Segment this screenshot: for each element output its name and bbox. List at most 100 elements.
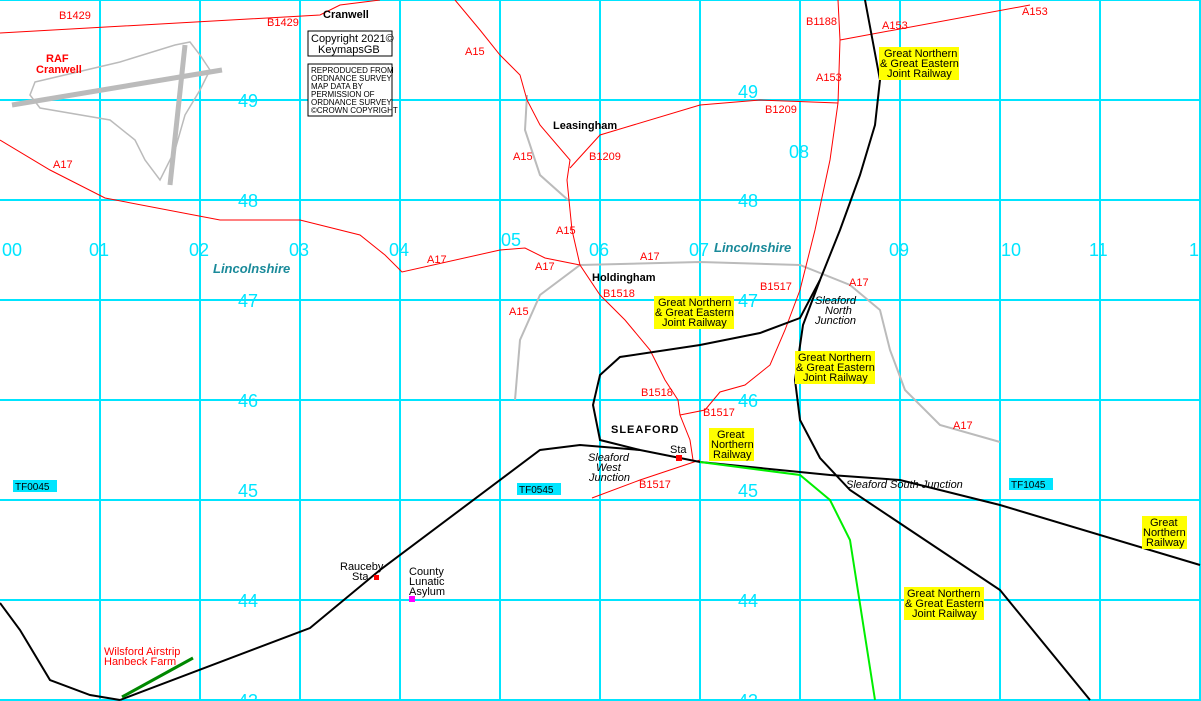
rauceby-station-marker: [374, 575, 379, 580]
roads-a17c-label: A17: [535, 261, 555, 273]
copyright-os-label: MAP DATA BY: [311, 82, 364, 91]
roads-a153c-label: A153: [816, 72, 842, 84]
railways-gnge3-label: Joint Railway: [803, 372, 868, 384]
roads-a15c-label: A15: [556, 225, 576, 237]
row-label: 43: [238, 691, 258, 701]
railways-gnge3-label: & Great Eastern: [796, 362, 875, 374]
place-raf: Cranwell: [36, 64, 82, 76]
roads-b1518b-label: B1518: [641, 387, 673, 399]
roads-b1188-label: B1188: [806, 16, 837, 28]
county-label: Lincolnshire: [714, 240, 791, 255]
place-labels: Cranwell RAF Cranwell Leasingham Holding…: [36, 9, 791, 668]
row-label: 48: [238, 191, 258, 211]
row-label: 49: [238, 91, 258, 111]
railways-gnge1-label: Great Northern: [884, 48, 957, 60]
roads-b1429b-label: B1429: [267, 17, 299, 29]
railways-gnge4-label: & Great Eastern: [905, 598, 984, 610]
roads-b1518a-label: B1518: [603, 288, 635, 300]
places-airstrip-label: Hanbeck Farm: [104, 656, 176, 668]
col-label: 01: [89, 240, 109, 260]
junctions-west-label: Sleaford: [588, 452, 630, 464]
places-asylum-label: County: [409, 566, 444, 578]
roads-a17e-label: A17: [849, 277, 869, 289]
roads-a15a-label: A15: [465, 46, 485, 58]
copyright-os-label: ©CROWN COPYRIGHT: [311, 106, 398, 115]
railways-gn2-label: Northern: [1143, 527, 1186, 539]
roads-a17f-label: A17: [953, 420, 973, 432]
roads-b1517a-label: B1517: [760, 281, 792, 293]
copyright-os-label: ORDNANCE SURVEY: [311, 98, 392, 107]
railways-gn1-label: Railway: [713, 449, 752, 461]
col-label: 04: [389, 240, 409, 260]
col-label: 1: [1189, 240, 1199, 260]
row-label: 48: [738, 191, 758, 211]
copyright-os-label: ORDNANCE SURVEY: [311, 74, 392, 83]
railways-gnge2-label: Great Northern: [658, 297, 731, 309]
row-label: 49: [738, 82, 758, 102]
places-asylum-label: Lunatic: [409, 576, 445, 588]
roads-a15b-label: A15: [513, 151, 533, 163]
asylum-marker: [409, 596, 415, 602]
row-label: 47: [238, 291, 258, 311]
railways-gnge1-label: & Great Eastern: [880, 58, 959, 70]
row-label: 45: [738, 481, 758, 501]
roads-a17d-label: A17: [640, 251, 660, 263]
col-label: 03: [289, 240, 309, 260]
roads-b1429a-label: B1429: [59, 10, 91, 22]
col-label: 11: [1089, 240, 1108, 260]
junction-labels: Sleaford North Junction Sleaford West Ju…: [588, 295, 963, 491]
grey-roads: [514, 94, 1001, 443]
roads-b1517b-label: B1517: [703, 407, 735, 419]
roads-b1209b-label: B1209: [589, 151, 621, 163]
row-label: 43: [738, 691, 758, 701]
airstrip: [121, 656, 194, 699]
roads-a153a-label: A153: [882, 20, 908, 32]
row-label: 45: [238, 481, 258, 501]
roads-a15d-label: A15: [509, 306, 529, 318]
col-label: 00: [2, 240, 22, 260]
junctions-west-label: Junction: [588, 472, 630, 484]
copyright-os-label: PERMISSION OF: [311, 90, 375, 99]
junctions-north-label: Junction: [814, 315, 856, 327]
roads-a153b-label: A153: [1022, 6, 1048, 18]
railways-gnge1-label: Joint Railway: [887, 68, 952, 80]
junctions-south-label: Sleaford South Junction: [846, 479, 963, 491]
railways-gn2-label: Great: [1150, 517, 1178, 529]
railways-gnge4-label: Great Northern: [907, 588, 980, 600]
railways-gnge4-label: Joint Railway: [912, 608, 977, 620]
junctions-north-label: Sleaford: [815, 295, 857, 307]
copyright-line2-label: KeymapsGB: [318, 44, 380, 56]
tile-labels: TF0045 TF0545 TF1045: [13, 478, 1053, 496]
row-label: 46: [238, 391, 258, 411]
col-label: 08: [789, 142, 809, 162]
railways-gn1-label: Great: [717, 429, 745, 441]
places-asylum-label: Asylum: [409, 586, 445, 598]
roads-a17b-label: A17: [427, 254, 447, 266]
copyright-os-label: REPRODUCED FROM: [311, 66, 394, 75]
red-roads: [0, 0, 1031, 499]
col-label: 05: [501, 230, 521, 250]
place-holdingham: Holdingham: [592, 272, 656, 284]
copyright-line1-label: Copyright 2021©: [311, 33, 394, 45]
tile-label: TF1045: [1011, 480, 1046, 491]
railways-gnge2-label: & Great Eastern: [655, 307, 734, 319]
railways-gn1-label: Northern: [711, 439, 754, 451]
tile-label: TF0545: [519, 485, 554, 496]
sleaford-station-marker: [676, 455, 682, 461]
place-leasingham: Leasingham: [553, 120, 617, 132]
col-label: 10: [1001, 240, 1021, 260]
railways-gnge3-label: Great Northern: [798, 352, 871, 364]
copyright-box: Copyright 2021© KeymapsGB REPRODUCED FRO…: [307, 30, 398, 117]
grid-labels: 00 01 02 03 04 05 06 07 08 09 10 11 1 49…: [2, 82, 1199, 701]
col-label: 06: [589, 240, 609, 260]
railways-gn2-label: Railway: [1146, 537, 1185, 549]
place-cranwell: Cranwell: [323, 9, 369, 21]
railways-gnge2-label: Joint Railway: [662, 317, 727, 329]
road-labels: B1429 B1429 A15 A15 A15 A15 A17 A17 A17 …: [53, 6, 1048, 491]
place-sleaford: SLEAFORD: [611, 424, 680, 436]
places-rauceby-label: Rauceby: [340, 561, 384, 573]
county-label: Lincolnshire: [213, 261, 290, 276]
